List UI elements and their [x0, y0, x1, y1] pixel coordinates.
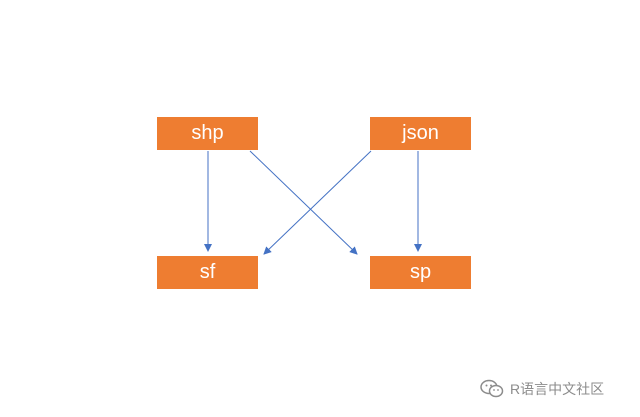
node-shp-label: shp — [191, 122, 224, 144]
edge-shp-to-sp — [249, 150, 358, 255]
watermark: R语言中文社区 — [480, 378, 604, 400]
node-shp: shp — [157, 117, 258, 150]
node-json: json — [370, 117, 471, 150]
edge-json-to-sf — [263, 150, 372, 255]
node-json-label: json — [402, 122, 439, 144]
node-sf: sf — [157, 256, 258, 289]
watermark-text: R语言中文社区 — [510, 381, 605, 397]
wechat-icon — [480, 379, 504, 398]
node-sf-label: sf — [199, 261, 216, 283]
node-sp-label: sp — [409, 261, 432, 283]
node-sp: sp — [370, 256, 471, 289]
